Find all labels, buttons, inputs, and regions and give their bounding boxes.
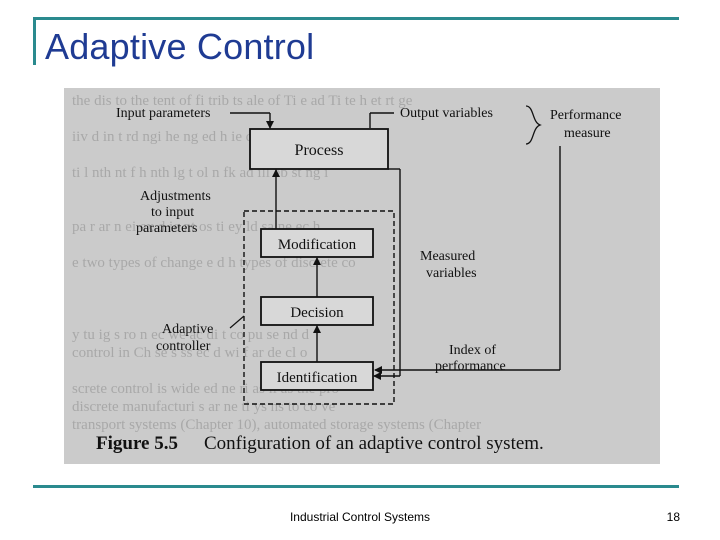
adaptive-label-2: controller (156, 339, 211, 354)
page-number: 18 (666, 510, 680, 524)
process-box (249, 128, 389, 170)
process-label: Process (295, 142, 344, 159)
adaptive-control-diagram: Process Modification Decision Identifica… (96, 105, 622, 454)
figure-caption-text: Configuration of an adaptive control sys… (204, 433, 544, 454)
modification-label: Modification (278, 237, 357, 253)
brace (525, 105, 542, 145)
index-label-1: Index of (449, 343, 496, 358)
figure-image: the dis to the tent of fi trib ts ale of… (64, 88, 660, 464)
header-rule-left (33, 17, 36, 65)
adaptive-controller-boundary (243, 210, 395, 405)
footer-rule (33, 485, 679, 488)
adaptive-label-1: Adaptive (162, 322, 213, 337)
figure-caption-number: Figure 5.5 (96, 433, 178, 454)
index-label-2: performance (435, 359, 506, 374)
header-rule-top (33, 17, 679, 20)
adjustments-label-1: Adjustments (140, 189, 211, 204)
performance-measure-label-1: Performance (550, 108, 622, 123)
performance-measure-label-2: measure (564, 126, 611, 141)
modification-box (260, 228, 374, 258)
output-variables-label: Output variables (400, 106, 493, 121)
measured-variables-label-2: variables (426, 266, 477, 281)
decision-label: Decision (290, 305, 344, 321)
measured-variables-label-1: Measured (420, 249, 475, 264)
slide-title: Adaptive Control (45, 26, 315, 67)
footer-text: Industrial Control Systems (289, 510, 431, 524)
adjustments-label-2: to input (151, 205, 194, 220)
adjustments-label-3: parameters (136, 221, 197, 236)
adaptive-leader-line (229, 315, 245, 329)
identification-label: Identification (277, 370, 358, 386)
input-parameters-label: Input parameters (116, 106, 210, 121)
